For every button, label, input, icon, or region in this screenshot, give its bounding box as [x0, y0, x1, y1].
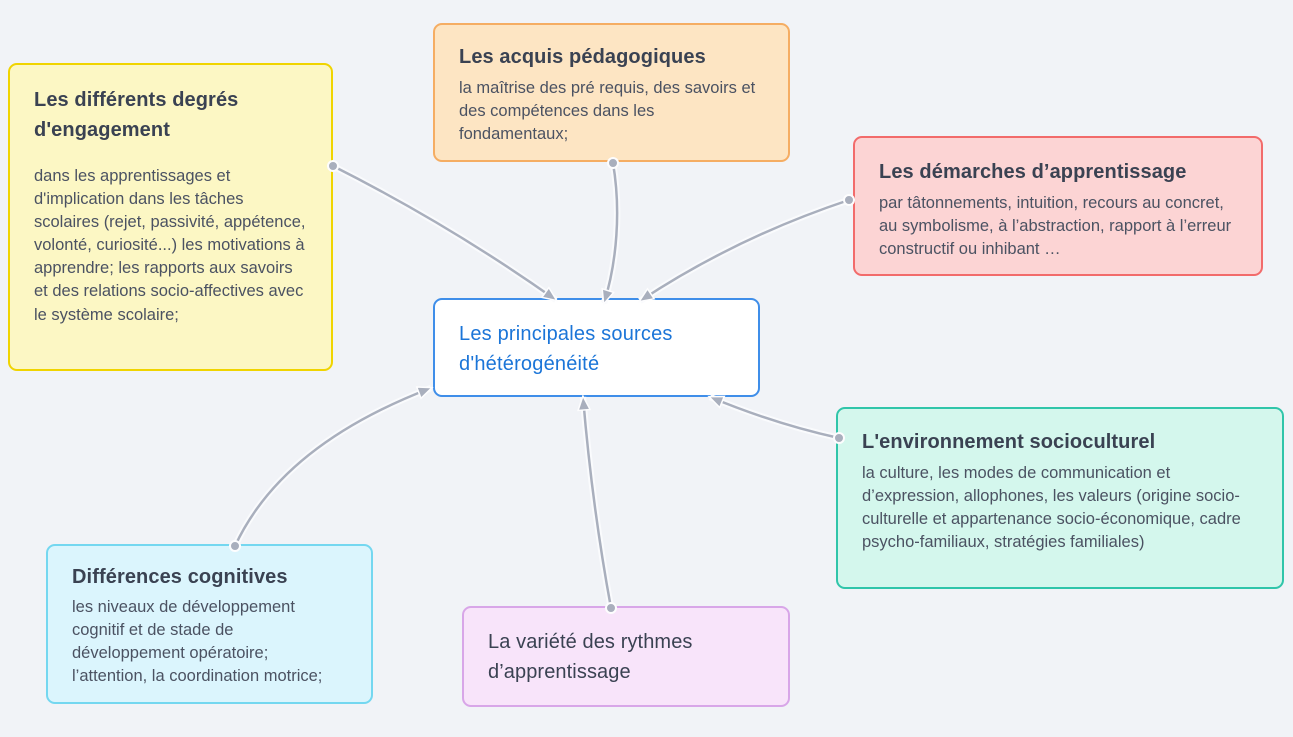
node-differences-cognitives[interactable]: Différences cognitives les niveaux de dé…: [46, 544, 373, 704]
node-acquis-pedagogiques[interactable]: Les acquis pédagogiques la maîtrise des …: [433, 23, 790, 162]
node-title: Les principales sources d'hétérogénéité: [459, 323, 673, 375]
node-demarches-apprentissage[interactable]: Les démarches d’apprentissage par tâtonn…: [853, 136, 1263, 276]
node-body: dans les apprentissages et d'implication…: [34, 167, 306, 324]
node-title: Les différents degrés d'engagement: [34, 89, 239, 141]
node-title: Les démarches d’apprentissage: [879, 161, 1187, 183]
node-title: Les acquis pédagogiques: [459, 46, 706, 68]
node-variete-rythmes[interactable]: La variété des rythmes d’apprentissage: [462, 606, 790, 707]
node-principales-sources[interactable]: Les principales sources d'hétérogénéité: [433, 298, 760, 397]
node-body: la culture, les modes de communication e…: [862, 464, 1241, 552]
connector-engagement-to-center: [332, 164, 556, 300]
connector-acquis-to-center: [604, 162, 619, 303]
connector-rythmes-to-center: [583, 397, 613, 609]
connector-environnement-to-center: [710, 397, 840, 440]
node-title: Différences cognitives: [72, 566, 288, 588]
node-environnement-socioculturel[interactable]: L'environnement socioculturel la culture…: [836, 407, 1284, 589]
node-title: La variété des rythmes d’apprentissage: [488, 631, 693, 683]
node-body: les niveaux de développement cognitif et…: [72, 598, 323, 686]
node-body: par tâtonnements, intuition, recours au …: [879, 194, 1232, 259]
node-body: la maîtrise des pré requis, des savoirs …: [459, 79, 756, 144]
node-degres-engagement[interactable]: Les différents degrés d'engagement dans …: [8, 63, 333, 371]
connector-demarches-to-center: [640, 198, 850, 301]
node-title: L'environnement socioculturel: [862, 431, 1156, 453]
connector-cognitives-to-center: [233, 388, 431, 547]
